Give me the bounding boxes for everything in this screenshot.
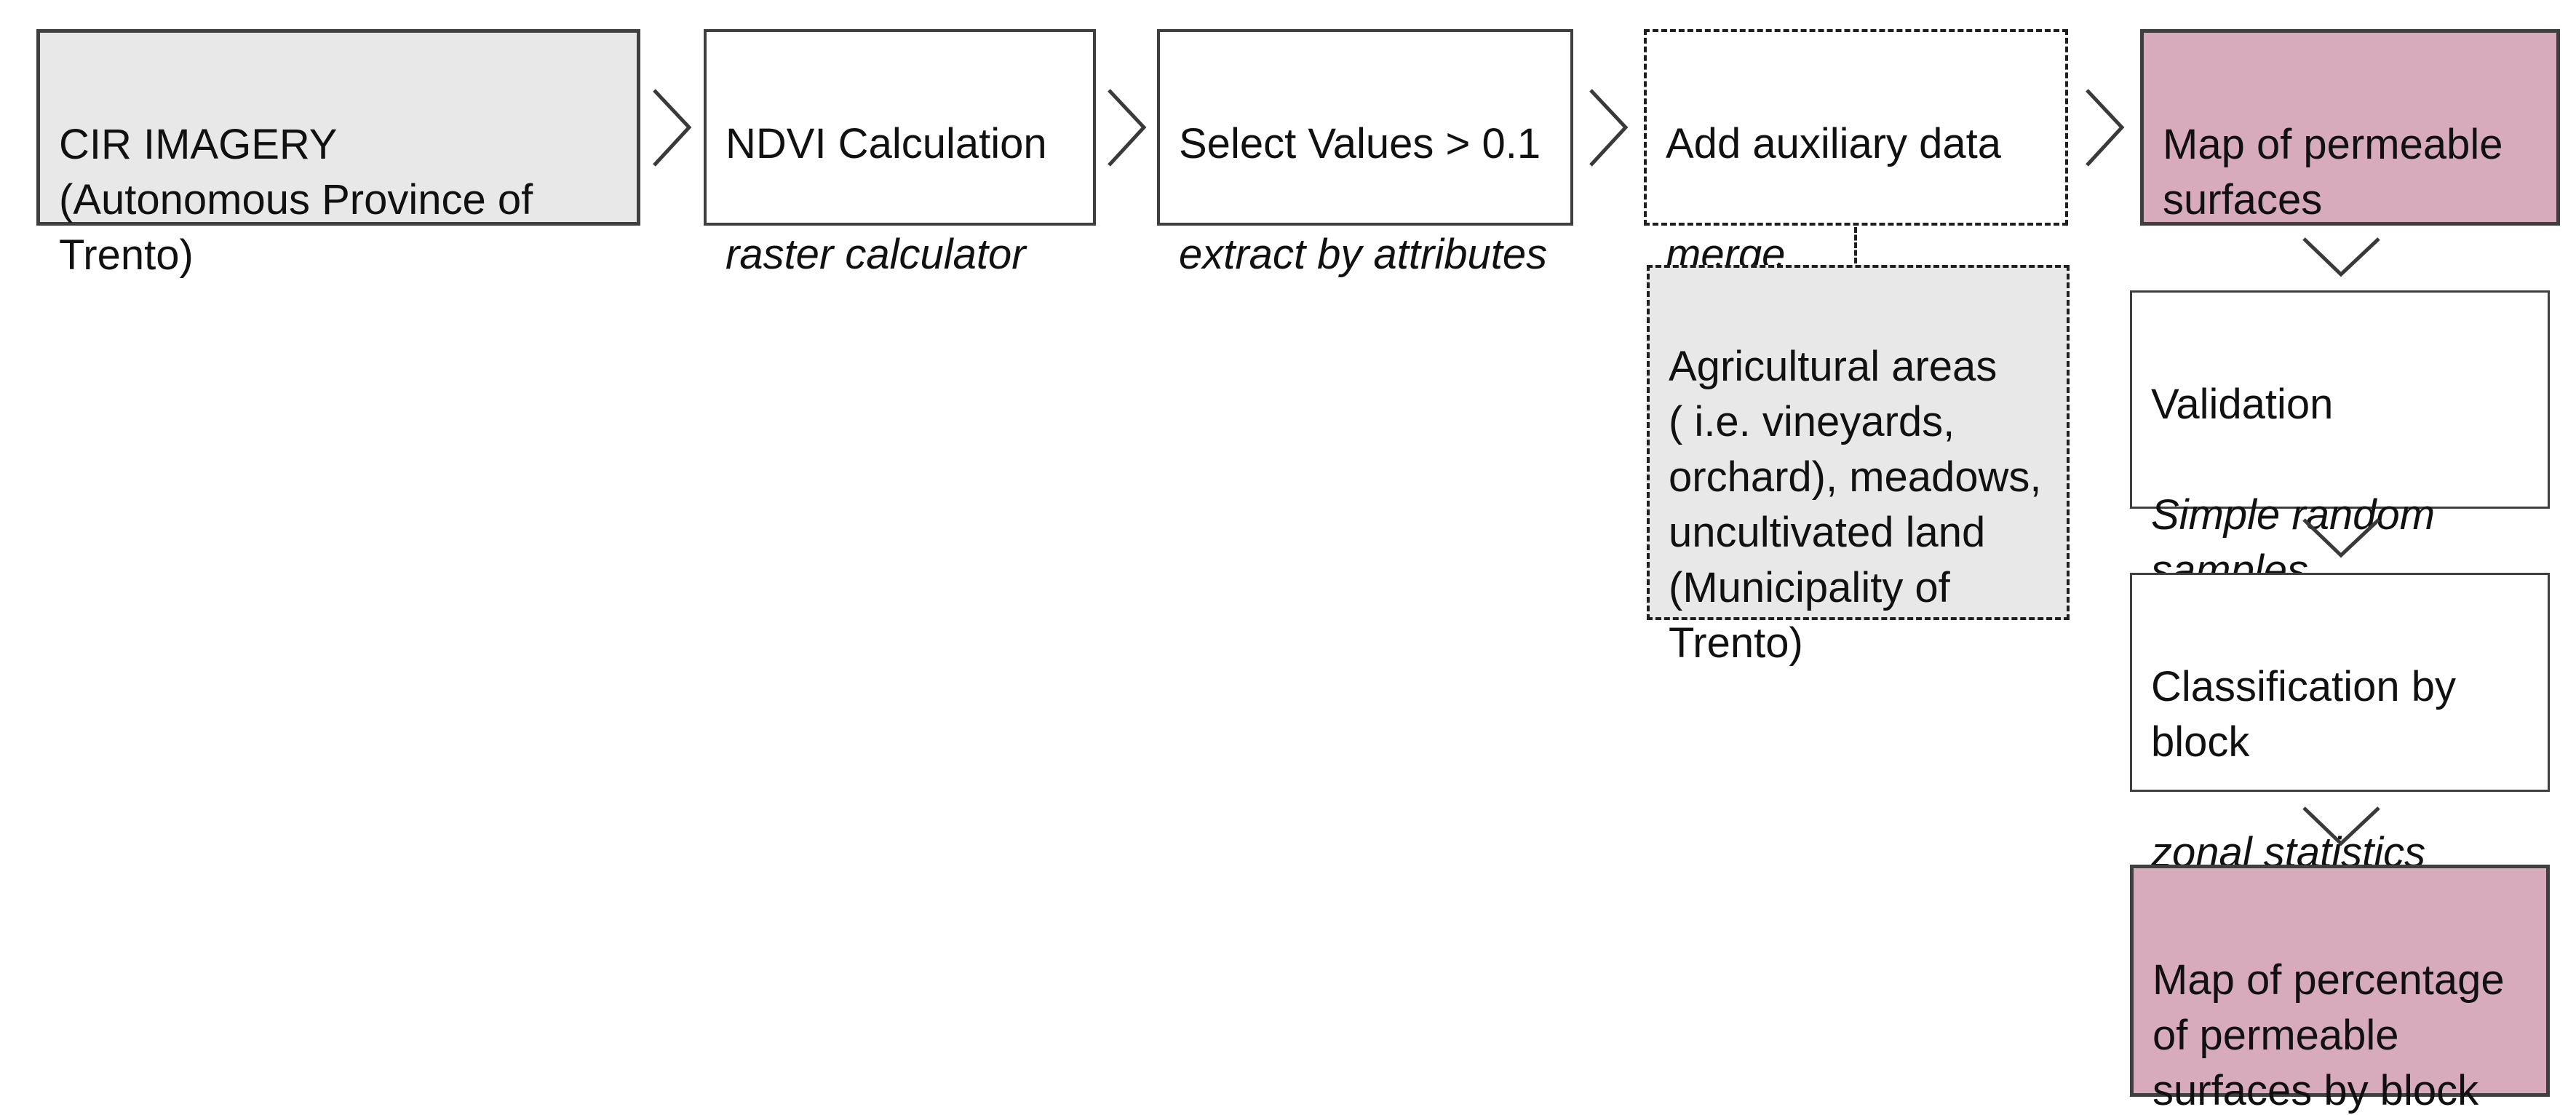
node-add-auxiliary-data: Add auxiliary data merge (1644, 29, 2068, 278)
node-ndvi-calculation: NDVI Calculation raster calculator (704, 29, 1096, 278)
chevron-right-icon (2083, 86, 2126, 170)
node-cir-imagery-label: CIR IMAGERY (Autonomous Province of Tren… (59, 121, 533, 279)
chevron-right-icon (1586, 86, 1630, 170)
node-ndvi-title: NDVI Calculation (726, 120, 1047, 167)
node-add-auxiliary-title: Add auxiliary data (1666, 120, 2002, 167)
node-classification-by-block: Classification by block zonal statistics (2130, 573, 2550, 876)
node-map-percentage-label: Map of percentage of permeable surfaces … (2152, 956, 2505, 1114)
node-map-permeable-label: Map of permeable surfaces (2163, 121, 2503, 223)
dashed-connector-line (1854, 227, 1857, 263)
node-cir-imagery: CIR IMAGERY (Autonomous Province of Tren… (36, 29, 640, 279)
node-ndvi-tool: raster calculator (726, 231, 1026, 278)
node-select-values: Select Values > 0.1 extract by attribute… (1157, 29, 1573, 278)
chevron-right-icon (1105, 86, 1148, 170)
node-map-percentage-permeable: Map of percentage of permeable surfaces … (2130, 865, 2550, 1114)
node-select-values-tool: extract by attributes (1179, 231, 1548, 278)
chevron-down-icon (2299, 515, 2383, 560)
node-agricultural-areas: Agricultural areas ( i.e. vineyards, orc… (1647, 265, 2070, 667)
node-classification-title: Classification by block (2151, 663, 2457, 766)
node-agricultural-areas-label: Agricultural areas ( i.e. vineyards, orc… (1669, 343, 2042, 667)
node-map-permeable-surfaces: Map of permeable surfaces (2140, 29, 2560, 226)
node-select-values-title: Select Values > 0.1 (1179, 120, 1541, 167)
node-validation-title: Validation (2151, 381, 2334, 428)
chevron-down-icon (2299, 803, 2383, 849)
chevron-right-icon (650, 86, 693, 170)
node-validation: Validation Simple random samples (2130, 290, 2550, 594)
chevron-down-icon (2299, 234, 2383, 279)
